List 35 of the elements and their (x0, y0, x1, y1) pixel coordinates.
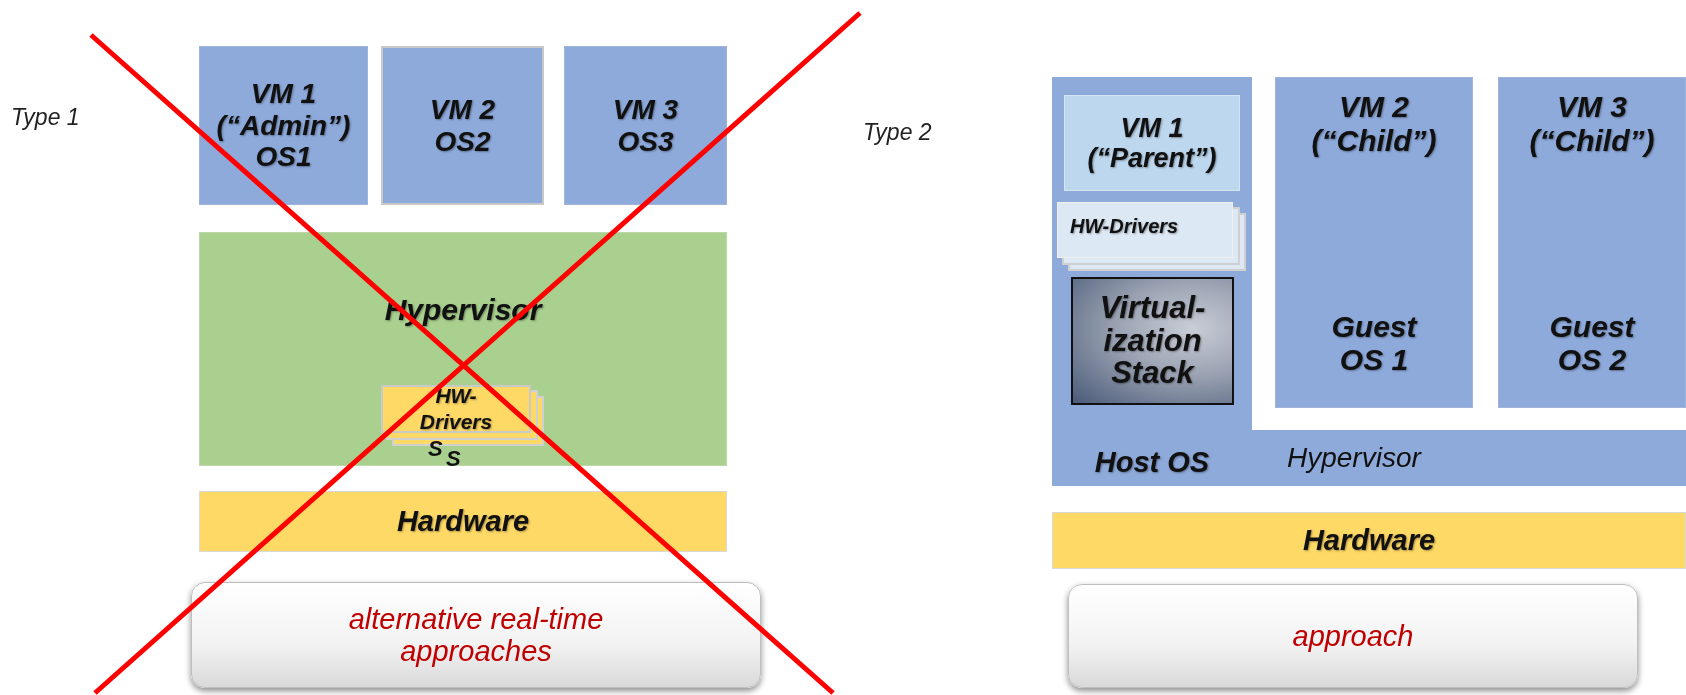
box-label: Hardware (396, 505, 530, 538)
box-label: VM 2 (“Child”) (1310, 90, 1438, 158)
vm-box (1498, 77, 1686, 408)
hypervisor-band (1252, 430, 1686, 486)
vm-box (1275, 77, 1473, 408)
vm-box (1064, 95, 1240, 191)
vm-box (564, 46, 727, 205)
box-label: Guest OS 2 (1548, 309, 1637, 377)
virtualization-stack-box (1071, 277, 1234, 405)
hardware-bar (1052, 512, 1686, 569)
type-label: Type 2 (863, 119, 932, 146)
box-label: Hypervisor (1287, 442, 1421, 474)
box-label: VM 1 (“Admin”) OS1 (215, 78, 352, 173)
hypervisor-panel (199, 232, 727, 466)
vm-box (199, 46, 368, 205)
type-label: Type 1 (11, 104, 80, 131)
overflow-letter: S (428, 436, 443, 462)
caption-panel (1068, 584, 1638, 688)
box-label: VM 1 (“Parent”) (1086, 112, 1218, 174)
caption-text: approach (1292, 619, 1414, 653)
host-os-panel (1052, 77, 1252, 486)
box-label: VM 2 OS2 (428, 94, 497, 157)
hardware-bar (199, 491, 727, 552)
box-label: VM 3 OS3 (611, 94, 680, 157)
box-label: VM 3 (“Child”) (1528, 90, 1656, 158)
box-label: Guest OS 1 (1330, 309, 1419, 377)
box-label: HW-Drivers (418, 382, 494, 435)
overflow-letter: S (446, 446, 461, 472)
caption-text: alternative real-time approaches (347, 602, 605, 668)
box-label: HW-Drivers (1070, 215, 1179, 238)
box-label: Virtual- ization Stack (1098, 292, 1207, 390)
box-label: Hardware (1302, 524, 1436, 557)
box-label: Host OS (1094, 445, 1210, 478)
caption-panel (191, 582, 761, 688)
vm-box (381, 46, 544, 205)
